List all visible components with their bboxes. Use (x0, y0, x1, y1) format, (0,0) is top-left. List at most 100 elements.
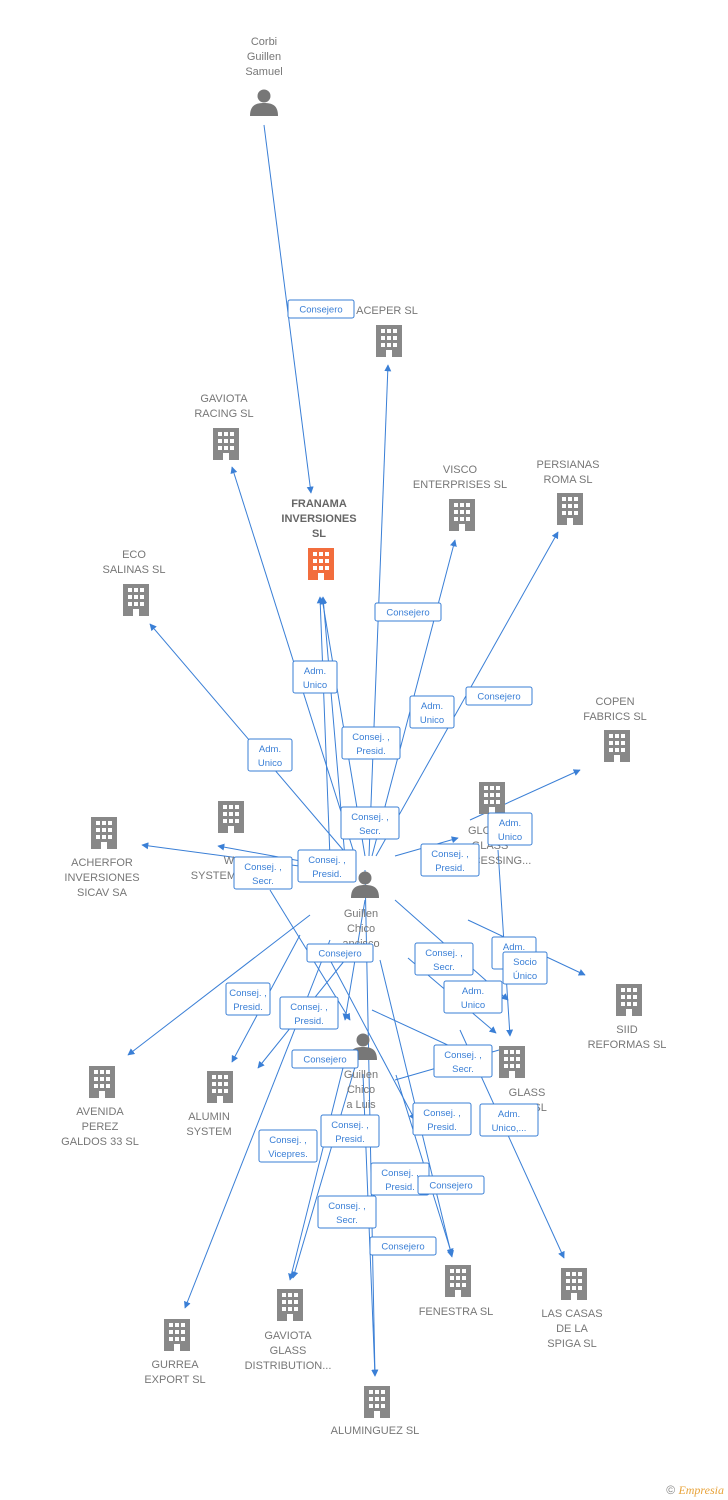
edge-label[interactable]: Consej. ,Secr. (317, 1195, 377, 1229)
building-icon (164, 1319, 190, 1351)
edge-label[interactable]: Adm.Unico,... (479, 1103, 539, 1137)
edge-label[interactable]: Consejero (374, 602, 442, 622)
svg-text:Consej. ,Presid.: Consej. ,Presid. (229, 988, 267, 1013)
svg-text:Consej. ,Presid.: Consej. ,Presid. (352, 732, 390, 757)
svg-text:Adm.Unico: Adm.Unico (498, 818, 522, 843)
svg-text:Consej. ,Presid.: Consej. ,Presid. (423, 1108, 461, 1133)
edge-line (329, 959, 416, 1121)
svg-text:Consej. ,Secr.: Consej. ,Secr. (328, 1201, 366, 1226)
edge-label[interactable]: Adm.Unico (487, 812, 533, 846)
building-icon (207, 1071, 233, 1103)
edge-label[interactable]: Consej. ,Presid. (420, 843, 480, 877)
svg-text:Consej. ,Presid.: Consej. ,Presid. (290, 1002, 328, 1027)
edge-label[interactable]: Consej. ,Presid. (225, 982, 271, 1016)
edge-label[interactable]: Consej. ,Secr. (340, 806, 400, 840)
edge-label[interactable]: Adm.Unico (292, 660, 338, 694)
edge-label[interactable]: Consejero (306, 943, 374, 963)
building-icon (123, 584, 149, 616)
edge-label[interactable]: Consej. ,Secr. (233, 856, 293, 890)
node-label: ALUMINGUEZ SL (331, 1425, 420, 1437)
svg-text:Consej. ,Presid.: Consej. ,Presid. (381, 1168, 419, 1193)
svg-text:Consejero: Consejero (386, 608, 429, 619)
svg-text:Consej. ,Vicepres.: Consej. ,Vicepres. (268, 1135, 307, 1160)
edge-label[interactable]: Adm.Unico (247, 738, 293, 772)
edge-label[interactable]: Consej. ,Presid. (320, 1114, 380, 1148)
svg-text:Consejero: Consejero (429, 1181, 472, 1192)
edge-label[interactable]: Consej. ,Vicepres. (258, 1129, 318, 1163)
building-icon (89, 1066, 115, 1098)
edge-label[interactable]: Adm.Unico (409, 695, 455, 729)
svg-text:Adm.Unico: Adm.Unico (303, 666, 327, 691)
svg-text:Consej. ,Secr.: Consej. ,Secr. (244, 862, 282, 887)
edge-label[interactable]: Consejero (369, 1236, 437, 1256)
node-label: FENESTRA SL (419, 1306, 494, 1318)
edge-label[interactable]: Consejero (291, 1049, 359, 1069)
edge-label[interactable]: Consej. ,Presid. (297, 849, 357, 883)
svg-text:Consejero: Consejero (303, 1055, 346, 1066)
building-icon (277, 1289, 303, 1321)
edge-label[interactable]: Consej. ,Presid. (412, 1102, 472, 1136)
edge-label[interactable]: Consejero (465, 686, 533, 706)
building-icon (557, 493, 583, 525)
building-icon (561, 1268, 587, 1300)
building-icon (445, 1265, 471, 1297)
edge-line (288, 1059, 346, 1281)
building-icon (376, 325, 402, 357)
node-aluminguez[interactable]: ALUMINGUEZ SL (331, 1386, 420, 1437)
building-icon (604, 730, 630, 762)
svg-text:Consej. ,Secr.: Consej. ,Secr. (444, 1050, 482, 1075)
footer-brand[interactable]: © Empresia (666, 1483, 724, 1498)
edge-label[interactable]: Consej. ,Secr. (433, 1044, 493, 1078)
edge-label[interactable]: Consejero (417, 1175, 485, 1195)
building-icon (449, 499, 475, 531)
node-p1[interactable]: GuillenChicoancisco (342, 871, 380, 951)
svg-text:Adm.Unico,...: Adm.Unico,... (492, 1109, 527, 1134)
svg-text:Adm.Unico: Adm.Unico (258, 744, 282, 769)
svg-text:Consej. ,Presid.: Consej. ,Presid. (431, 849, 469, 874)
edge-line (316, 596, 331, 859)
edge-label[interactable]: Consejero (287, 299, 355, 319)
edge-line (291, 1049, 361, 1279)
edge-label[interactable]: Consej. ,Presid. (279, 996, 339, 1030)
building-icon (308, 548, 334, 580)
svg-text:Consej. ,Secr.: Consej. ,Secr. (425, 948, 463, 973)
svg-text:Consejero: Consejero (318, 949, 361, 960)
brand-logo: Empresia (678, 1483, 724, 1497)
edge-label[interactable]: Consej. ,Secr. (414, 942, 474, 976)
building-icon (479, 782, 505, 814)
node-aceper[interactable]: ACEPER SL (356, 305, 418, 357)
edge-label[interactable]: Adm.Unico (443, 980, 503, 1014)
edge-label[interactable]: Consej. ,Presid. (341, 726, 401, 760)
node-fenestra[interactable]: FENESTRA SL (419, 1265, 494, 1318)
